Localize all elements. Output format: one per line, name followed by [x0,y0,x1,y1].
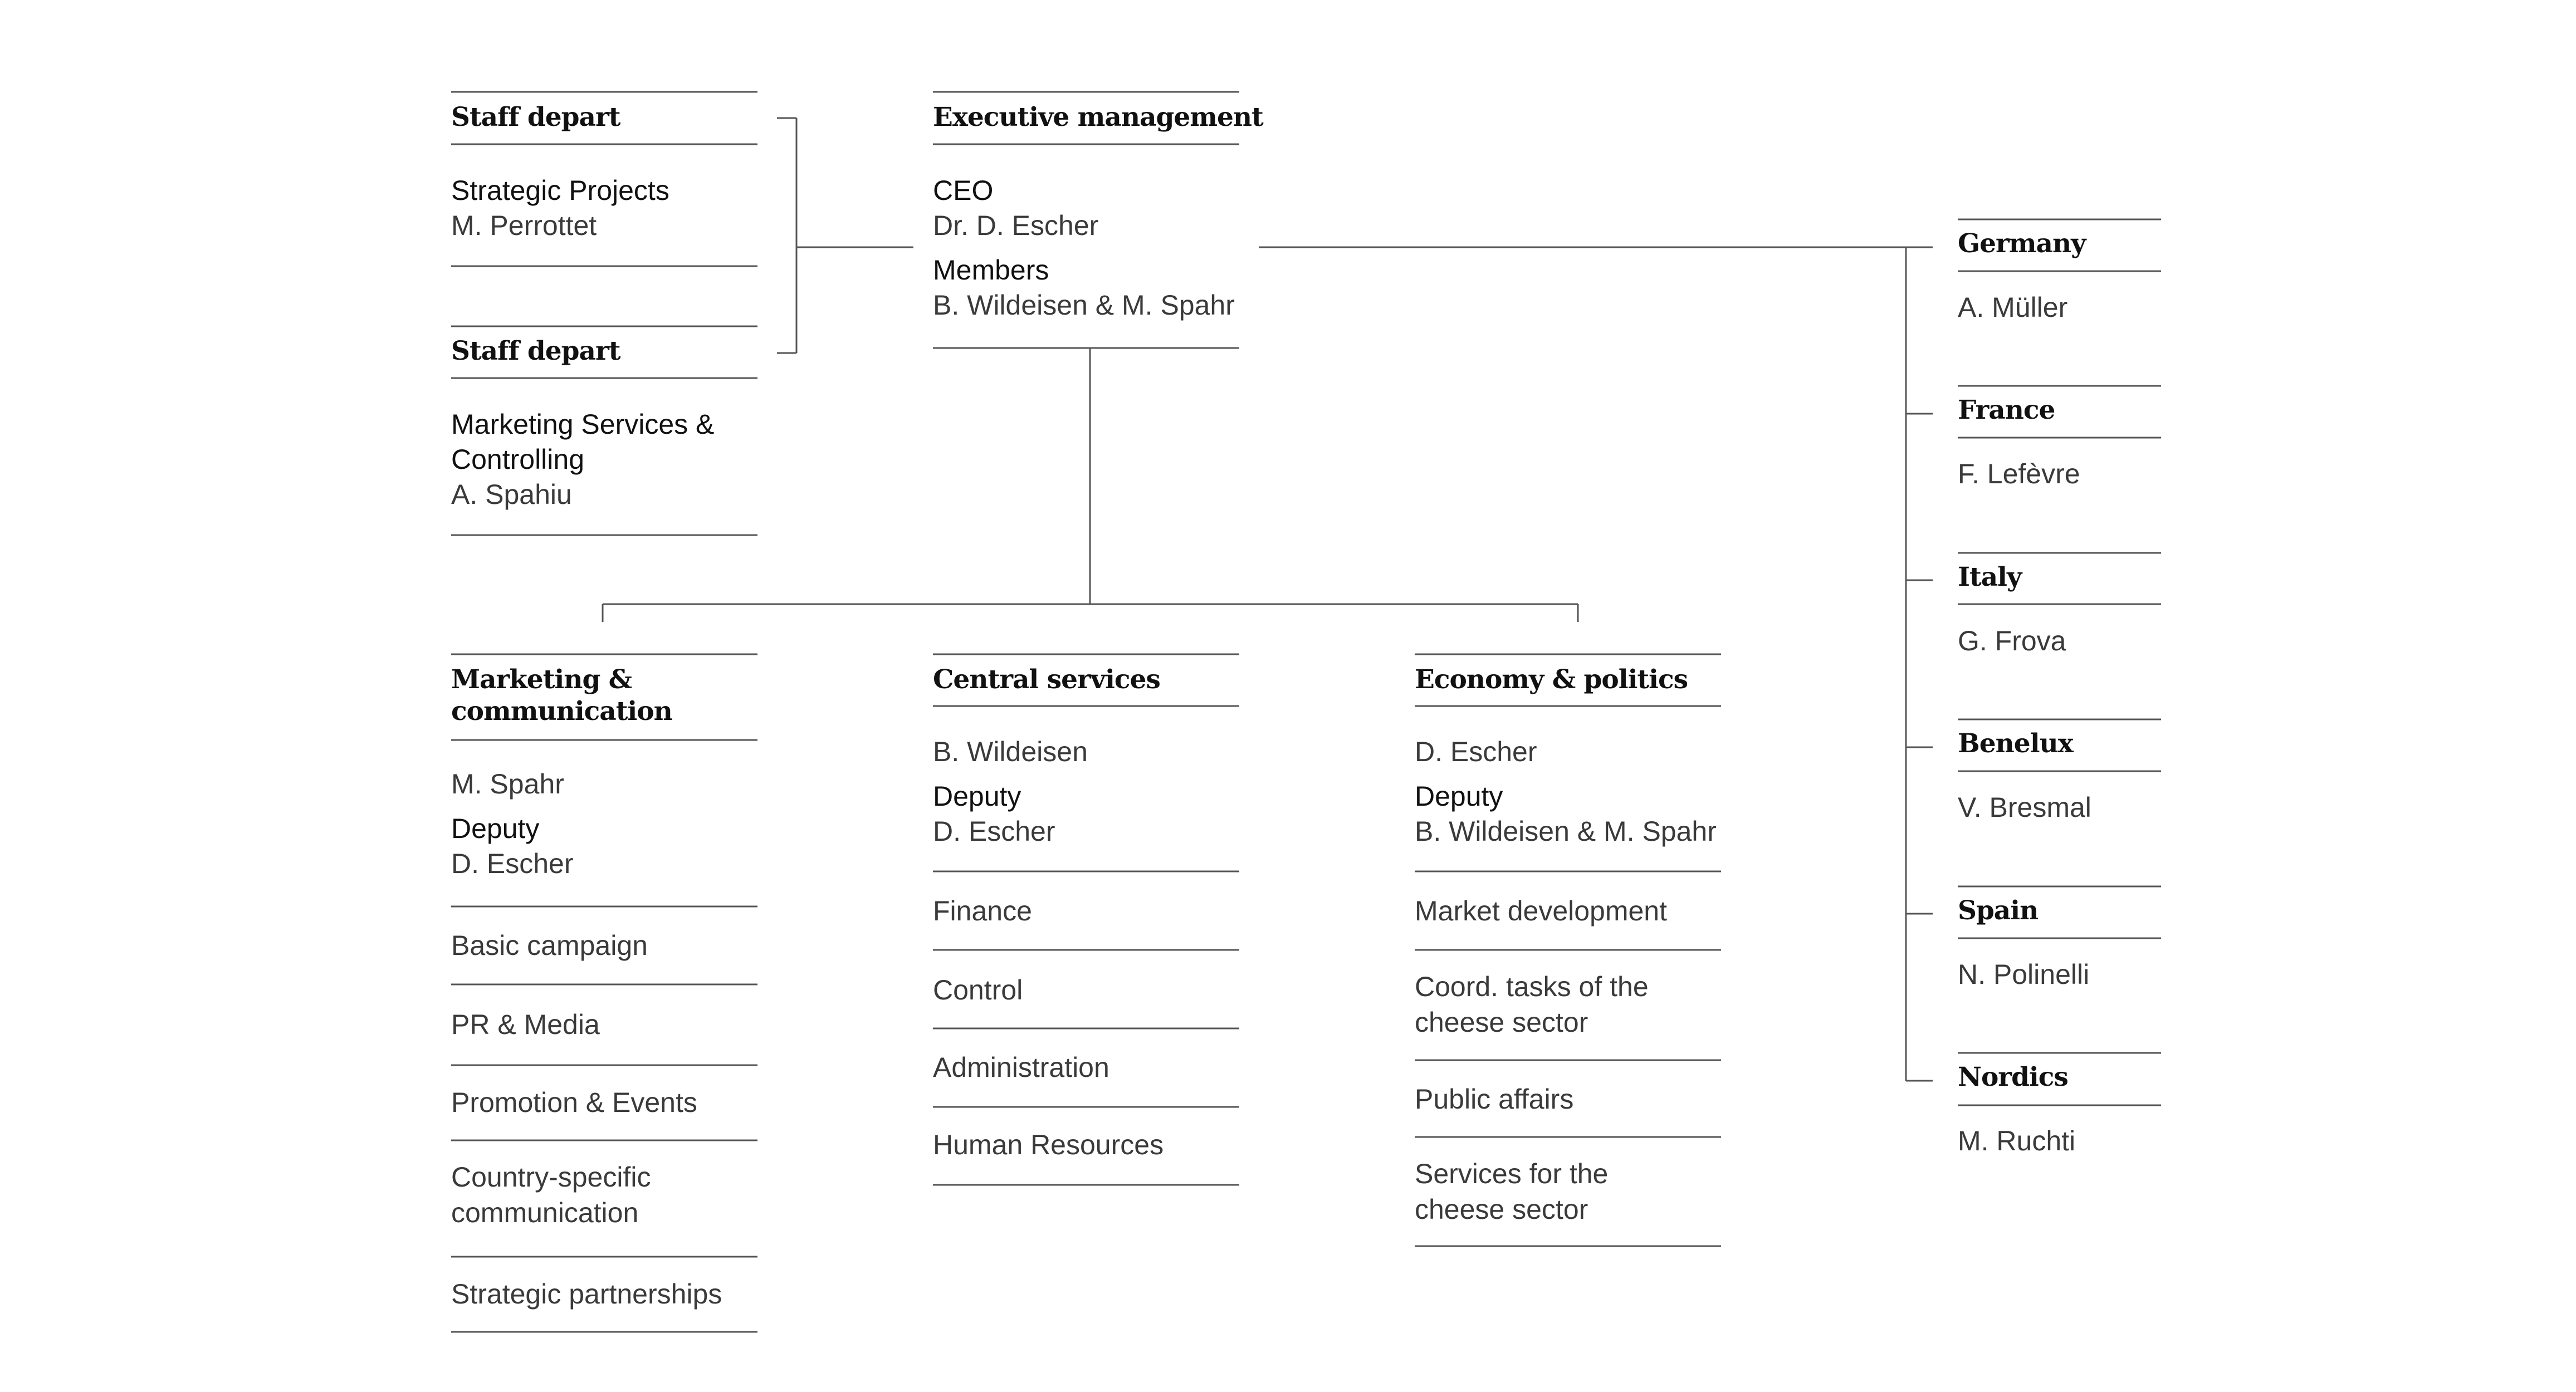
staff-department-title: Staff depart [451,336,620,366]
list-item: Public affairs [1415,1084,1574,1115]
list-item: Services for the cheese sector [1415,1158,1609,1225]
list-item: Promotion & Events [451,1087,697,1118]
list-item: Country-specific communication [451,1161,651,1228]
ceo-label: CEO [933,175,994,206]
list-item: Finance [933,895,1032,927]
country-name: Spain [1958,895,2039,926]
deputy-label: Deputy [451,813,540,844]
country-person: M. Ruchti [1958,1125,2076,1156]
department-head: M. Spahr [451,768,564,800]
country-name: Nordics [1958,1062,2069,1092]
department-title: Central services [933,664,1161,695]
department-title-line-2: communication [451,696,673,727]
ceo-name: Dr. D. Escher [933,210,1099,241]
country-name: France [1958,395,2055,425]
deputy-name: D. Escher [933,816,1055,847]
members-names: B. Wildeisen & M. Spahr [933,290,1235,321]
list-item: Human Resources [933,1129,1164,1160]
staff-department-unit-line-2: Controlling [451,444,585,475]
deputy-name: B. Wildeisen & M. Spahr [1415,816,1717,847]
department-head: D. Escher [1415,736,1537,767]
list-item: Administration [933,1052,1109,1083]
list-item: Coord. tasks of the cheese sector [1415,971,1649,1038]
deputy-label: Deputy [933,781,1021,812]
executive-title: Executive management [933,102,1264,133]
list-item: Basic campaign [451,930,648,961]
staff-department-person: A. Spahiu [451,479,572,510]
country-person: V. Bresmal [1958,792,2091,823]
country-person: A. Müller [1958,292,2068,323]
department-head: B. Wildeisen [933,736,1088,767]
staff-department-title: Staff depart [451,102,620,133]
list-item: Market development [1415,895,1668,927]
department-title-line-1: Marketing & [451,664,632,695]
department-title: Economy & politics [1415,664,1688,695]
country-person: N. Polinelli [1958,959,2090,990]
staff-department-unit: Strategic Projects [451,175,669,206]
staff-department-unit-line-1: Marketing Services & [451,409,715,440]
country-person: G. Frova [1958,625,2066,656]
country-name: Italy [1958,562,2022,592]
list-item: Control [933,974,1023,1006]
staff-department-person: M. Perrottet [451,210,597,241]
list-item: PR & Media [451,1009,600,1040]
country-name: Germany [1958,228,2086,259]
list-item: Strategic partnerships [451,1278,722,1310]
deputy-name: D. Escher [451,848,574,879]
members-label: Members [933,254,1049,286]
country-name: Benelux [1958,728,2074,759]
country-person: F. Lefèvre [1958,458,2080,489]
deputy-label: Deputy [1415,781,1503,812]
